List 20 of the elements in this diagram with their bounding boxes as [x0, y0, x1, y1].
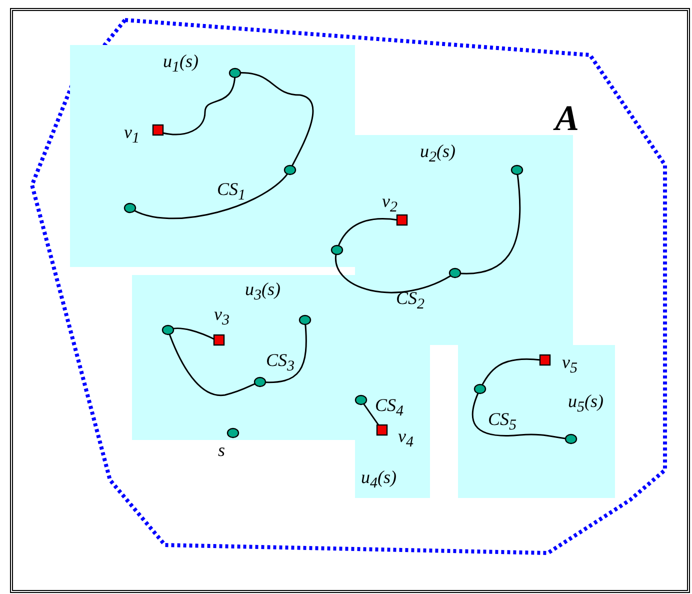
set-label: A — [555, 100, 580, 136]
region-label: u$_{4}$(s) — [361, 468, 396, 492]
region-area — [70, 45, 355, 267]
point-label: v$_{3}$ — [214, 305, 230, 329]
region-label: u$_{3}$(s) — [245, 280, 280, 304]
region-label: u$_{1}$(s) — [163, 52, 198, 76]
curve-label: CS$_{4}$ — [375, 396, 404, 420]
region-label: u$_{5}$(s) — [568, 392, 604, 416]
region-area — [458, 345, 615, 498]
point-label: v$_{1}$ — [124, 123, 140, 147]
point-label: v$_{5}$ — [562, 353, 578, 377]
curve-label: CS$_{5}$ — [488, 410, 517, 434]
region-label: u$_{2}$(s) — [420, 142, 456, 166]
point-label: v$_{4}$ — [398, 427, 414, 451]
region-area — [132, 275, 355, 440]
point-label: s — [218, 441, 226, 459]
curve-label: CS$_{3}$ — [266, 351, 295, 375]
curve-label: CS$_{2}$ — [396, 289, 425, 313]
point-label: v$_{2}$ — [382, 192, 398, 216]
curve-label: CS$_{1}$ — [217, 180, 246, 204]
